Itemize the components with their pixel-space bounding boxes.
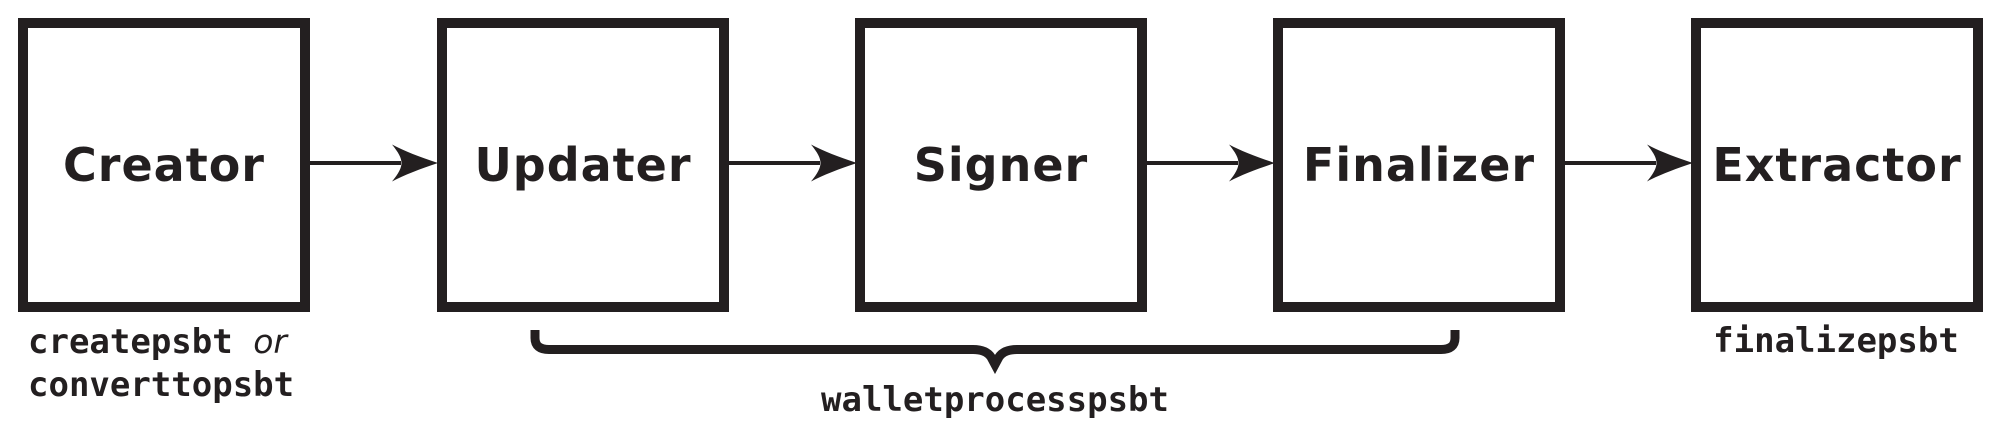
creator-command-line-1: createpsbt or — [28, 320, 294, 364]
stage-label-extractor: Extractor — [1712, 138, 1962, 192]
arrow-head — [1229, 144, 1275, 182]
arrow-head — [1647, 144, 1693, 182]
stage-label-finalizer: Finalizer — [1302, 138, 1536, 192]
stage-label-signer: Signer — [913, 138, 1089, 192]
creator-command-primary: createpsbt — [28, 322, 233, 362]
stage-box-creator: Creator — [18, 18, 310, 312]
stage-label-updater: Updater — [474, 138, 692, 192]
walletprocess-command-caption: walletprocesspsbt — [821, 380, 1169, 420]
stage-box-extractor: Extractor — [1691, 18, 1983, 312]
arrow-head — [811, 144, 857, 182]
walletprocess-brace-icon — [530, 330, 1460, 374]
arrow-signer-to-finalizer-icon — [1146, 144, 1275, 182]
creator-command-conjunction: or — [253, 322, 287, 361]
creator-commands-caption: createpsbt or converttopsbt — [28, 320, 294, 407]
stage-box-updater: Updater — [437, 18, 729, 312]
arrow-updater-to-signer-icon — [728, 144, 857, 182]
extractor-command-caption: finalizepsbt — [1713, 321, 1959, 361]
creator-command-line-2: converttopsbt — [28, 364, 294, 407]
arrow-finalizer-to-extractor-icon — [1564, 144, 1693, 182]
arrow-head — [392, 144, 438, 182]
stage-box-finalizer: Finalizer — [1273, 18, 1565, 312]
stage-box-signer: Signer — [855, 18, 1147, 312]
creator-command-alternate: converttopsbt — [28, 365, 295, 405]
brace-path — [530, 330, 1460, 374]
arrow-creator-to-updater-icon — [309, 144, 438, 182]
stage-label-creator: Creator — [63, 138, 265, 192]
